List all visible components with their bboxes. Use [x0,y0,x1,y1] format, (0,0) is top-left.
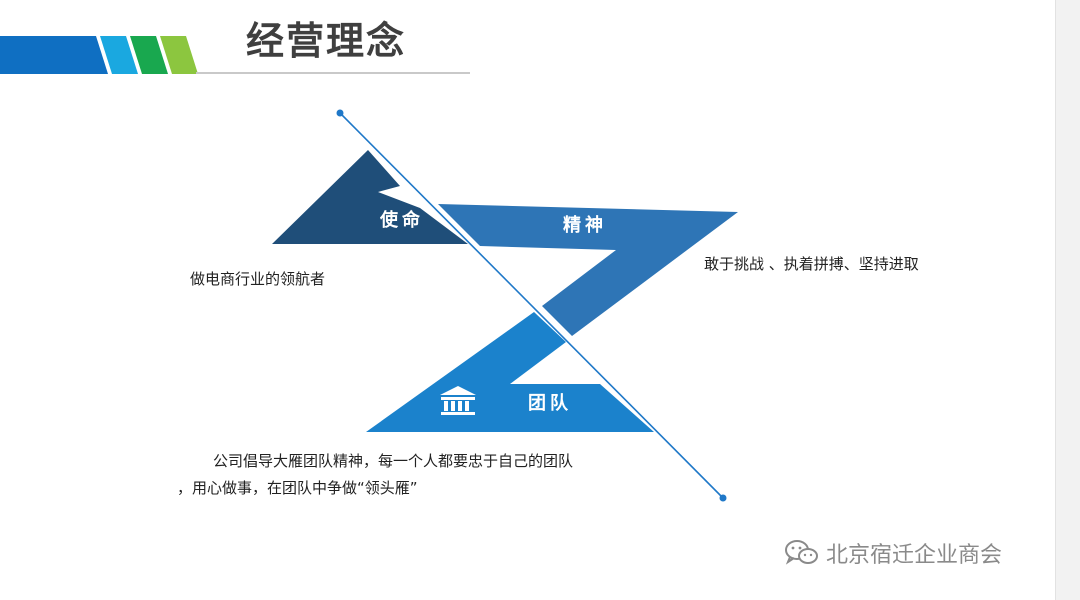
header-stripe-blue [0,36,108,74]
watermark-text: 北京宿迁企业商会 [826,543,1003,568]
header-stripes [0,36,198,74]
watermark: 北京宿迁企业商会 [784,538,1002,568]
right-edge-panel [1055,0,1080,600]
bank-icon [440,386,476,415]
title-underline [196,72,470,74]
mission-shape [272,150,468,244]
wechat-icon [785,540,818,565]
header-stripe-cyan [100,36,138,74]
mission-description: 做电商行业的领航者 [190,270,326,288]
spirit-label: 精神 [563,215,607,236]
team-description-line1: 公司倡导大雁团队精神，每一个人都要忠于自己的团队 [213,452,574,470]
spirit-description: 敢于挑战 、执着拼搏、坚持进取 [704,255,919,273]
diagonal-end-dot [719,494,727,502]
diagonal-start-dot [336,109,344,117]
team-description-line2: ，用心做事，在团队中争做“领头雁” [177,479,418,497]
diagonal-line [339,112,724,499]
spirit-shape [438,204,738,336]
header-stripe-green [130,36,168,74]
slide-title: 经营理念 [246,19,407,63]
team-label: 团队 [528,393,572,414]
mission-label: 使命 [380,210,424,231]
header-stripe-light-green [160,36,198,74]
team-shape [366,312,654,432]
